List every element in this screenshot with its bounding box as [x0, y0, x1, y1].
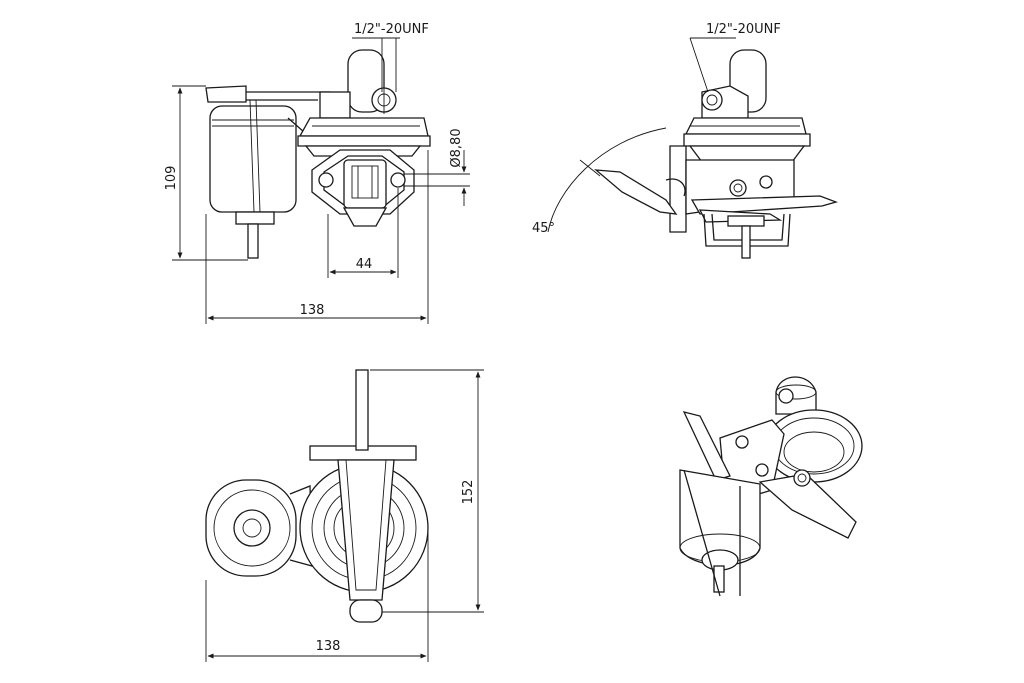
side-view	[547, 37, 839, 259]
side-thread-label: 1/2"-20UNF	[706, 22, 781, 37]
isometric-view	[679, 376, 863, 597]
top-length-label: 152	[461, 480, 476, 505]
front-view	[172, 37, 470, 324]
front-width-label: 138	[300, 303, 325, 318]
angle-label: 45°	[532, 221, 555, 236]
height-dim-label: 109	[164, 166, 179, 191]
dia-label: Ø8,80	[449, 128, 464, 167]
top-width-label: 138	[316, 639, 341, 654]
top-view	[205, 369, 484, 662]
front-thread-label: 1/2"-20UNF	[354, 22, 429, 37]
flange-width-label: 44	[356, 257, 373, 272]
